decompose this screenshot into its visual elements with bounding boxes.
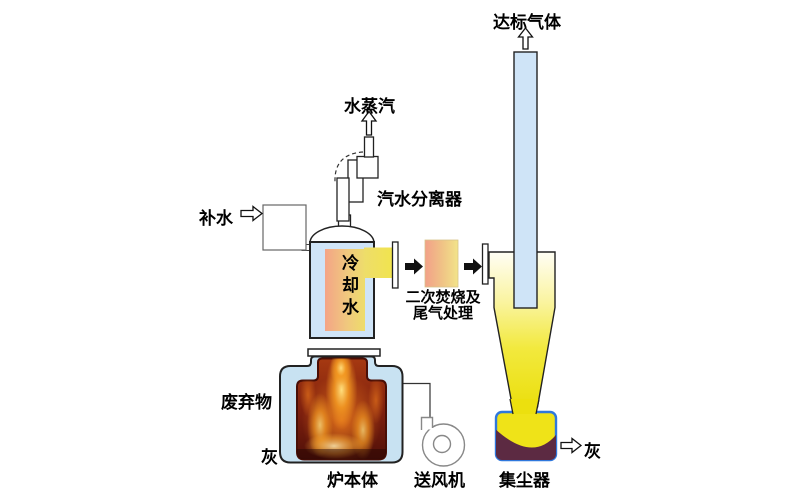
makeup-water-tank (262, 204, 307, 251)
flow-arrow-to-cyclone-icon (464, 258, 482, 275)
label-furnace-body: 炉本体 (327, 471, 378, 491)
furnace-fire-flames (297, 358, 386, 460)
steam-outlet-pipe (363, 136, 375, 158)
label-separator: 汽水分离器 (377, 190, 462, 210)
label-clean-gas: 达标气体 (493, 13, 561, 33)
fan-outlet-outline (420, 416, 434, 430)
stack-pipe (513, 51, 538, 309)
cyclone-funnel-tip-outline (509, 398, 540, 415)
label-secondary-burn-line2: 尾气处理 (412, 304, 473, 322)
tower-outlet-flange (391, 241, 399, 289)
furnace-lid (307, 348, 381, 357)
label-secondary-burn-line1: 二次焚烧及 (405, 288, 481, 306)
makeup-water-right-arrow-icon (240, 205, 264, 222)
label-steam: 水蒸汽 (344, 97, 395, 117)
label-ash-right: 灰 (584, 442, 601, 462)
fan-outlet-fill (421, 417, 433, 430)
separator-stage-top (356, 155, 379, 179)
label-dust-collector: 集尘器 (499, 471, 550, 491)
label-ash-left: 灰 (261, 448, 278, 468)
tower-dome (309, 225, 375, 244)
cyclone-inlet-flange (481, 243, 489, 285)
label-cooling-water: 冷却水 (338, 254, 358, 320)
furnace-fan-pipe-line (402, 382, 431, 419)
cooling-water-jacket (325, 249, 365, 331)
flow-arrow-to-secondary-icon (405, 258, 423, 275)
ash-right-arrow-icon (560, 437, 583, 454)
dust-collector-ash (496, 427, 556, 460)
secondary-burn-unit (424, 239, 459, 288)
label-waste: 废弃物 (221, 393, 272, 413)
clean-gas-up-arrow-icon (517, 26, 534, 50)
steam-up-arrow-icon (360, 110, 378, 136)
fan-hub (432, 434, 452, 454)
separator-stage-left (336, 177, 350, 222)
label-blower-fan: 送风机 (414, 471, 465, 491)
hot-gas-duct (364, 247, 393, 278)
label-secondary-burn: 二次焚烧及 尾气处理 (395, 289, 491, 321)
separator-dashed-arc (334, 151, 364, 183)
cyclone-funnel-tip (510, 399, 539, 414)
label-makeup-water: 补水 (199, 209, 233, 229)
